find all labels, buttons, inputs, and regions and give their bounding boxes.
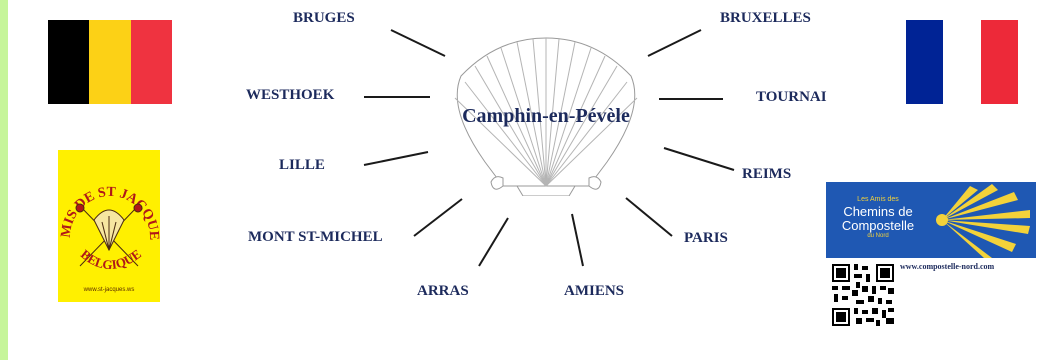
amis-st-jacques-emblem: AMIS DE ST JACQUES BELGIQUE [53,139,161,272]
ray-bruges [390,29,446,57]
city-bruxelles: BRUXELLES [720,10,811,26]
city-westhoek: WESTHOEK [246,87,335,103]
belgium-flag-black-band [48,20,90,104]
compostelle-line1: Les Amis des [857,196,899,203]
ray-amiens [571,213,584,267]
ray-bruxelles [647,29,702,57]
compostelle-rays-icon [936,184,1030,258]
amis-url: www.st-jacques.ws [83,287,135,293]
compostelle-line4: du Nord [867,233,889,239]
city-lille: LILLE [279,157,325,173]
compostelle-url: www.compostelle-nord.com [900,262,995,271]
belgium-flag-yellow-band [89,20,131,104]
france-flag-red-band [980,20,1018,104]
belgium-flag-red-band [130,20,172,104]
city-tournai: TOURNAI [756,89,827,105]
amis-shell-icon [75,203,143,267]
amis-st-jacques-logo: AMIS DE ST JACQUES BELGIQUE www.st-jacqu… [53,139,161,302]
city-mont-st-michel: MONT ST-MICHEL [248,229,383,245]
ray-arras [478,217,509,267]
france-flag-white-band [943,20,981,104]
city-arras: ARRAS [417,283,469,299]
qr-code-icon [830,262,896,328]
compostelle-line3: Compostelle [841,218,915,233]
scallop-shell-icon [454,37,638,196]
route-rays [363,29,735,267]
france-flag-blue-band [906,20,944,104]
compostelle-nord-logo: Les Amis des Chemins de Compostelle du N… [826,182,1036,258]
page: AMIS DE ST JACQUES BELGIQUE www.st-jacqu… [8,0,1059,360]
city-paris: PARIS [684,230,728,246]
city-amiens: AMIENS [564,283,625,299]
compostelle-line2: Chemins de [843,204,913,219]
ray-paris [625,197,673,237]
city-bruges: BRUGES [293,10,355,26]
ray-lille [363,151,429,166]
france-flag [906,20,1018,104]
city-reims: REIMS [742,166,792,182]
belgium-flag [48,20,172,104]
center-town-label: Camphin-en-Pévèle [462,105,630,127]
ray-mont-st-michel [413,198,463,237]
ray-reims [663,147,735,171]
